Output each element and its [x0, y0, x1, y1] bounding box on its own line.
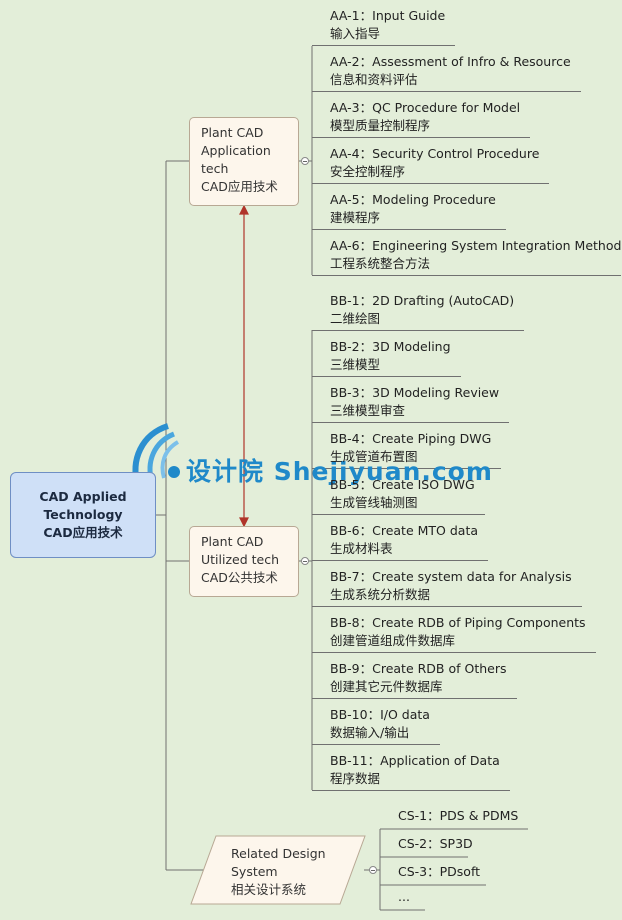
related-line-1: Related Design	[231, 846, 326, 861]
root-node[interactable]: CAD Applied Technology CAD应用技术	[10, 472, 156, 558]
node-related-design[interactable]: Related Design System 相关设计系统	[231, 845, 326, 899]
cs-item-1[interactable]: CS-1：PDS & PDMS	[398, 808, 519, 823]
cs-item-more[interactable]: ...	[398, 889, 410, 904]
util-tech-line-2: Utilized tech	[201, 552, 280, 567]
root-line-2: Technology	[43, 507, 123, 522]
app-tech-line-1: Plant CAD	[201, 125, 264, 140]
bb-item-1[interactable]: BB-1：2D Drafting (AutoCAD)二维绘图	[330, 293, 515, 326]
node-utilized-tech[interactable]: Plant CAD Utilized tech CAD公共技术	[189, 526, 299, 597]
util-tech-line-1: Plant CAD	[201, 534, 264, 549]
collapse-toggle-cs[interactable]	[369, 866, 377, 874]
util-tech-line-3: CAD公共技术	[201, 570, 278, 585]
root-line-1: CAD Applied	[39, 489, 127, 504]
app-tech-line-4: CAD应用技术	[201, 179, 278, 194]
aa-item-6[interactable]: AA-6：Engineering System Integration Meth…	[330, 238, 622, 271]
watermark-text: 设计院 Shejiyuan.com	[186, 457, 493, 486]
node-application-tech[interactable]: Plant CAD Application tech CAD应用技术	[189, 117, 299, 206]
app-tech-line-3: tech	[201, 161, 229, 176]
relation-arrow	[239, 204, 249, 528]
cs-item-2[interactable]: CS-2：SP3D	[398, 836, 473, 851]
related-line-2: System	[231, 864, 278, 879]
node-related-design-shape[interactable]	[190, 835, 366, 905]
related-line-3: 相关设计系统	[231, 882, 307, 897]
app-tech-line-2: Application	[201, 143, 271, 158]
cs-item-3[interactable]: CS-3：PDsoft	[398, 864, 481, 879]
collapse-toggle-aa[interactable]	[301, 157, 309, 165]
collapse-toggle-bb[interactable]	[301, 557, 309, 565]
root-line-3: CAD应用技术	[43, 525, 123, 540]
